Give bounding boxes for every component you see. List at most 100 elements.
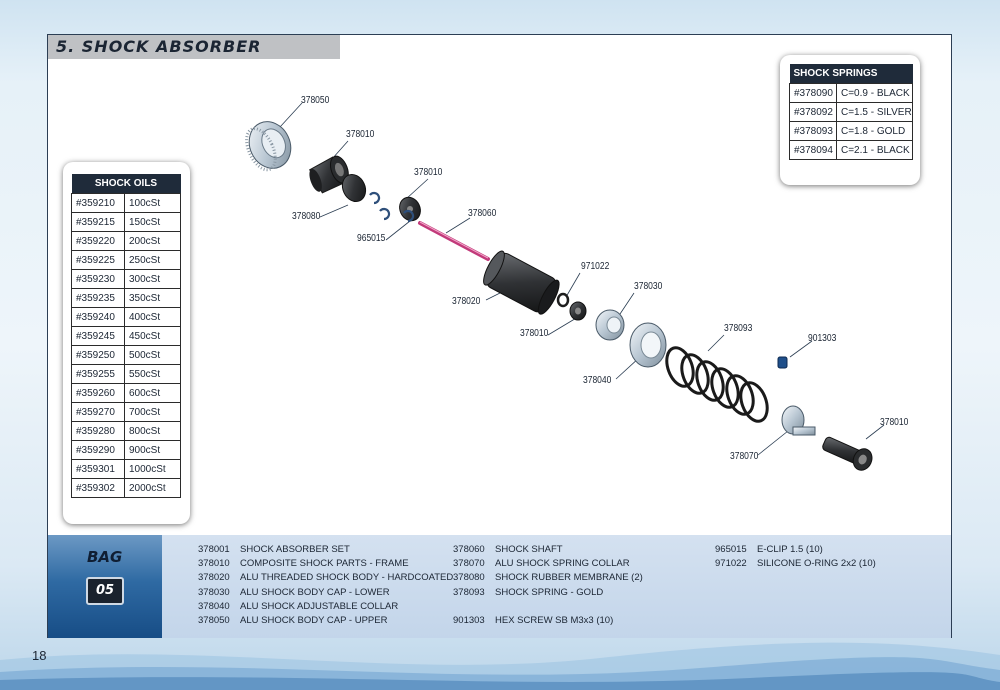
rubber-membrane-part	[341, 173, 367, 203]
part-value-cell: 450cSt	[124, 326, 181, 346]
e-clip-part	[403, 209, 415, 223]
list-item: 378040 ALU SHOCK ADJUSTABLE COLLAR	[198, 600, 453, 614]
part-label: 378070	[730, 451, 759, 462]
part-code-cell: #359255	[71, 364, 125, 384]
part-name: SHOCK SHAFT	[495, 544, 563, 555]
part-code-cell: #359210	[71, 193, 125, 213]
part-code-cell: #359301	[71, 459, 125, 479]
part-code-cell: #378090	[789, 83, 837, 103]
part-value-cell: 350cSt	[124, 288, 181, 308]
part-value-cell: 300cSt	[124, 269, 181, 289]
composite-frame-part	[308, 155, 349, 194]
part-code: 965015	[715, 544, 747, 555]
part-code: 378030	[198, 586, 230, 598]
part-value-cell: 250cSt	[124, 250, 181, 270]
adjustable-collar-part	[629, 322, 667, 368]
part-code: 378001	[198, 544, 230, 555]
part-code: 971022	[715, 558, 747, 570]
part-code-cell: #359225	[71, 250, 125, 270]
page-number: 18	[32, 648, 47, 663]
list-item	[453, 600, 643, 614]
part-code-cell: #378093	[789, 121, 837, 141]
list-item: 378030 ALU SHOCK BODY CAP - LOWER	[198, 586, 453, 600]
part-code: 378080	[453, 572, 485, 584]
bag-label: BAG	[87, 548, 123, 566]
bag-badge: BAG 05	[48, 535, 162, 638]
list-item: 965015 E-CLIP 1.5 (10)	[715, 543, 876, 557]
part-value-cell: 600cSt	[124, 383, 181, 403]
part-value-cell: 900cSt	[124, 440, 181, 460]
part-code: 378010	[198, 558, 230, 570]
part-name: E-CLIP 1.5 (10)	[757, 544, 823, 555]
part-name: SHOCK SPRING - GOLD	[495, 586, 604, 598]
part-code: 901303	[453, 615, 485, 627]
part-name: ALU SHOCK BODY CAP - LOWER	[240, 586, 390, 598]
page-title: 5. SHOCK ABSORBER	[56, 37, 262, 56]
part-label: 378093	[724, 323, 753, 334]
part-value-cell: 550cSt	[124, 364, 181, 384]
part-label: 378060	[468, 208, 497, 219]
title-bar: 5. SHOCK ABSORBER	[48, 35, 340, 59]
parts-list-column-3: 965015 E-CLIP 1.5 (10) 971022 SILICONE O-RI…	[715, 543, 876, 571]
part-name: ALU THREADED SHOCK BODY - HARDCOATED	[240, 572, 454, 584]
part-code-cell: #359245	[71, 326, 125, 346]
upper-cap-part	[245, 121, 292, 172]
part-label: 378010	[520, 328, 549, 339]
part-code-cell: #378092	[789, 102, 837, 122]
e-clip-part	[369, 191, 381, 205]
part-label: 378010	[414, 167, 443, 178]
part-value-cell: C=1.8 - GOLD	[836, 121, 913, 141]
part-value-cell: C=1.5 - SILVER	[836, 102, 913, 122]
spring-collar-part	[781, 405, 816, 436]
part-code-cell: #359280	[71, 421, 125, 441]
page-frame: 5. SHOCK ABSORBER	[47, 34, 952, 638]
part-code: 378020	[198, 572, 230, 584]
hex-screw-part	[777, 356, 788, 369]
part-name: SILICONE O-RING 2x2 (10)	[757, 558, 876, 570]
part-code-cell: #359240	[71, 307, 125, 327]
part-code-cell: #359250	[71, 345, 125, 365]
list-item: 971022 SILICONE O-RING 2x2 (10)	[715, 557, 876, 571]
part-label: 965015	[357, 233, 386, 244]
rod-end-part	[822, 436, 873, 471]
part-label: 378010	[880, 417, 909, 428]
part-code: 378093	[453, 586, 485, 598]
part-value-cell: 2000cSt	[124, 478, 181, 498]
part-value-cell: 150cSt	[124, 212, 181, 232]
shock-springs-header: SHOCK SPRINGS	[789, 64, 913, 84]
part-code-cell: #359235	[71, 288, 125, 308]
part-value-cell: 100cSt	[124, 193, 181, 213]
part-value-cell: 200cSt	[124, 231, 181, 251]
part-label: 378050	[301, 95, 330, 106]
part-code-cell: #359290	[71, 440, 125, 460]
shock-body-part	[483, 250, 560, 315]
part-name: ALU SHOCK ADJUSTABLE COLLAR	[240, 600, 399, 612]
part-value-cell: 1000cSt	[124, 459, 181, 479]
part-label: 378030	[634, 281, 663, 292]
part-label: 901303	[808, 333, 837, 344]
part-label: 378020	[452, 296, 481, 307]
part-code: 378040	[198, 600, 230, 612]
part-value-cell: C=0.9 - BLACK	[836, 83, 913, 103]
part-name: ALU SHOCK BODY CAP - UPPER	[240, 615, 388, 627]
